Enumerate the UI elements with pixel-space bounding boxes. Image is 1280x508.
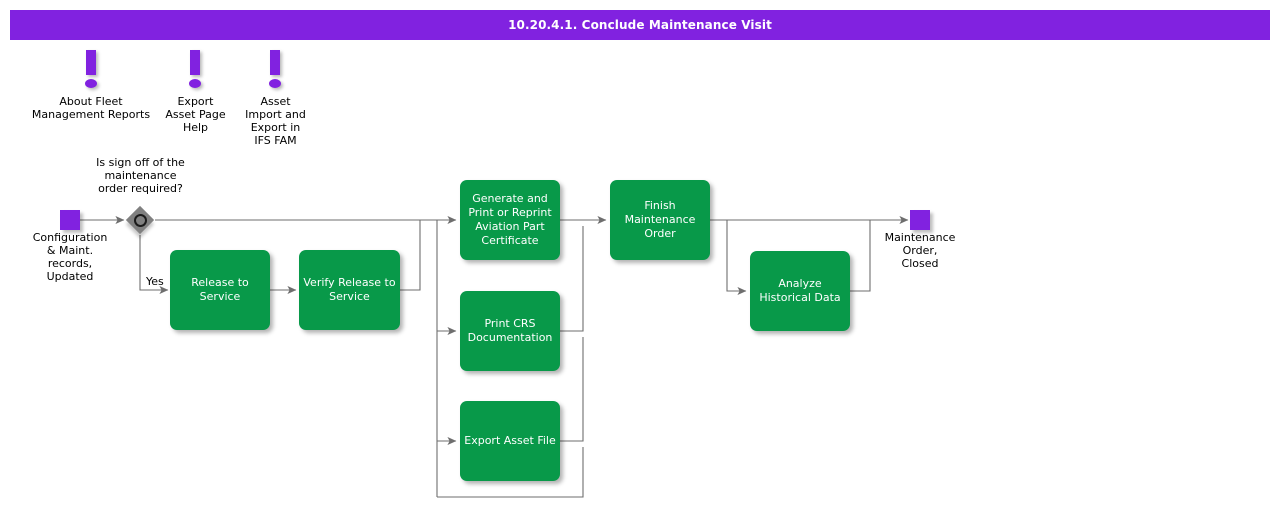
process-verify-release-to-service[interactable]: Verify Release to Service [299, 250, 400, 330]
exclamation-icon-bar [86, 50, 96, 75]
help-icon-export-asset-page-help[interactable] [188, 50, 202, 90]
process-release-to-service[interactable]: Release to Service [170, 250, 270, 330]
exclamation-icon-bar [190, 50, 200, 75]
process-export-asset-file[interactable]: Export Asset File [460, 401, 560, 481]
help-label-asset-import-export-ifs-fam[interactable]: Asset Import and Export in IFS FAM [245, 95, 306, 147]
end-terminator[interactable] [910, 210, 930, 230]
help-icon-about-fleet-management-reports[interactable] [84, 50, 98, 90]
help-icon-asset-import-export-ifs-fam[interactable] [268, 50, 282, 90]
end-terminator-label: Maintenance Order, Closed [884, 231, 956, 270]
process-print-crs-documentation[interactable]: Print CRS Documentation [460, 291, 560, 371]
process-analyze-historical-data[interactable]: Analyze Historical Data [750, 251, 850, 331]
decision-node-sign-off-required[interactable] [125, 205, 155, 235]
process-generate-print-aviation-part-certificate[interactable]: Generate and Print or Reprint Aviation P… [460, 180, 560, 260]
exclamation-icon-bar [270, 50, 280, 75]
page-title: 10.20.4.1. Conclude Maintenance Visit [10, 10, 1270, 40]
process-finish-maintenance-order[interactable]: Finish Maintenance Order [610, 180, 710, 260]
start-terminator-label: Configuration & Maint. records, Updated [32, 231, 108, 283]
help-label-export-asset-page-help[interactable]: Export Asset Page Help [165, 95, 226, 134]
help-label-about-fleet-management-reports[interactable]: About Fleet Management Reports [31, 95, 151, 121]
exclamation-icon-dot [85, 79, 97, 88]
exclamation-icon-dot [269, 79, 281, 88]
start-terminator[interactable] [60, 210, 80, 230]
exclamation-icon-dot [189, 79, 201, 88]
decision-question: Is sign off of the maintenance order req… [96, 156, 185, 195]
edge-label-yes: Yes [146, 275, 164, 288]
diamond-inner-circle-icon [134, 214, 147, 227]
